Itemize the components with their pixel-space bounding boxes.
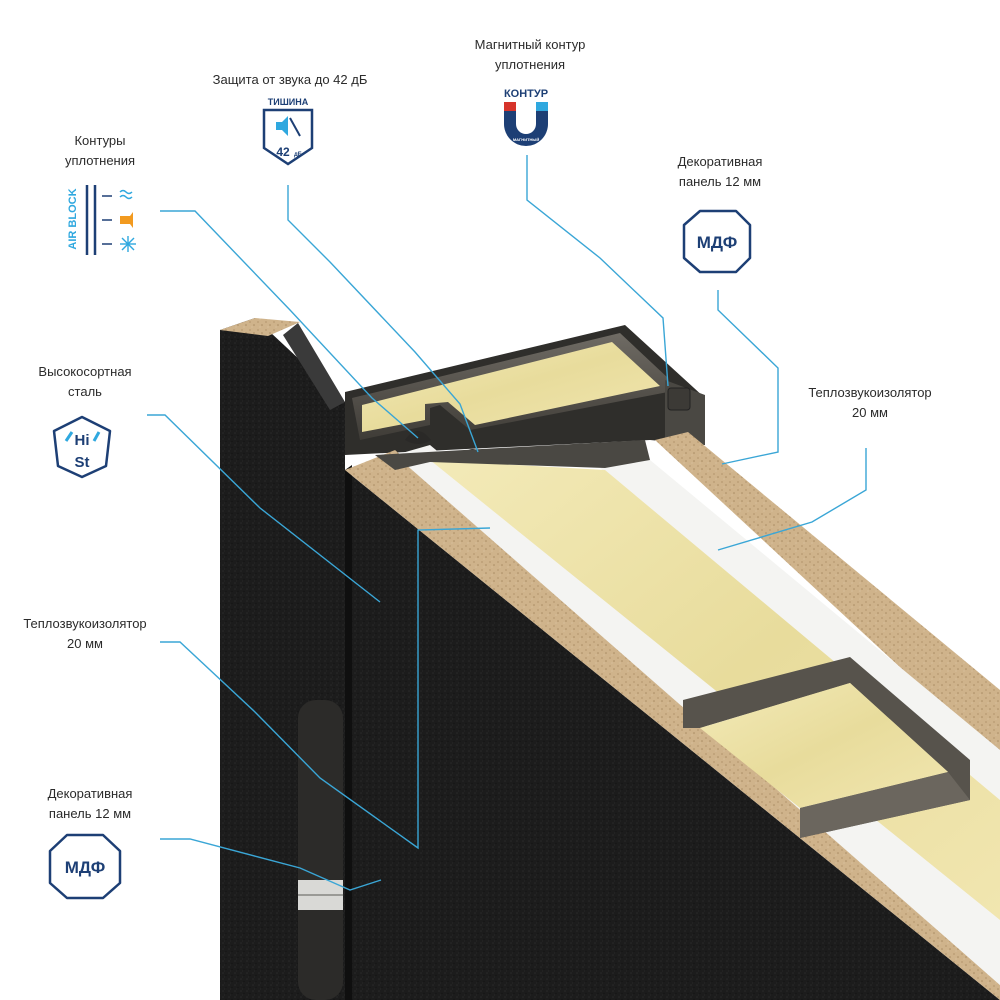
- silence-badge: ТИШИНА 42 дБ: [262, 97, 314, 166]
- wind-icon: [119, 189, 133, 200]
- speaker-mute-icon: [276, 116, 288, 136]
- callout-insulator-left: [160, 527, 491, 850]
- label-high-grade-steel: Высокосортная сталь: [38, 364, 132, 399]
- svg-text:КОНТУР: КОНТУР: [504, 88, 548, 100]
- frame-steel-profile: [345, 325, 705, 462]
- svg-text:дБ: дБ: [294, 152, 303, 158]
- label-seal-contours: Контуры уплотнения: [64, 133, 136, 168]
- label-insulator-left: Теплозвукоизолятор 20 мм: [23, 616, 147, 651]
- noise-icon: [120, 212, 133, 228]
- airblock-badge: AIR BLOCK: [67, 185, 136, 255]
- label-insulator-right: Теплозвукоизолятор 20 мм: [808, 385, 932, 420]
- svg-text:AIR BLOCK: AIR BLOCK: [67, 188, 79, 249]
- callout-magnetic: [526, 155, 669, 387]
- svg-text:МДФ: МДФ: [697, 233, 738, 252]
- label-decorative-panel-top: Декоративная панель 12 мм: [677, 154, 763, 189]
- label-decorative-panel-bottom: Декоративная панель 12 мм: [47, 786, 133, 821]
- svg-text:ТИШИНА: ТИШИНА: [268, 97, 309, 107]
- hist-badge: Hi St: [52, 415, 112, 479]
- label-magnetic-contour: Магнитный контур уплотнения: [474, 37, 586, 72]
- callout-deco-top: [717, 290, 779, 465]
- callout-steel: [147, 414, 381, 603]
- svg-text:42: 42: [276, 145, 290, 159]
- kontur-magnet-badge: КОНТУР МАГНИТНЫЙ: [504, 88, 548, 146]
- svg-text:МДФ: МДФ: [65, 858, 106, 877]
- svg-text:МАГНИТНЫЙ: МАГНИТНЫЙ: [513, 137, 540, 142]
- door-leaf: [345, 432, 1000, 1000]
- callout-sound: [287, 185, 479, 453]
- callout-insulator-right: [717, 448, 867, 551]
- svg-text:St: St: [75, 454, 90, 471]
- callout-lines: [147, 155, 867, 891]
- callout-seal-contours: [160, 210, 419, 439]
- svg-text:Hi: Hi: [75, 432, 90, 449]
- door-hinge: [298, 700, 343, 1000]
- callout-deco-bottom: [160, 838, 382, 891]
- mdf-badge-bottom: МДФ: [48, 833, 122, 900]
- label-sound-protection: Защита от звука до 42 дБ: [212, 72, 368, 87]
- mdf-badge-top: МДФ: [682, 209, 752, 274]
- snowflake-icon: [120, 236, 136, 252]
